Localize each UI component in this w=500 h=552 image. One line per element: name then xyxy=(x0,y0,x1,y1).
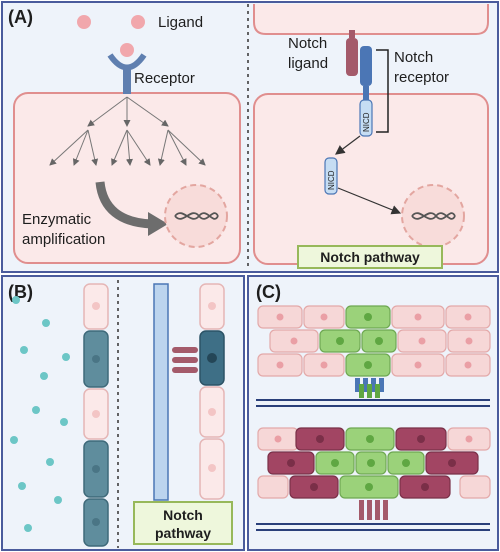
nuclear-translocation-arrow xyxy=(337,187,402,215)
notch-pathway-b-label-2: pathway xyxy=(155,525,211,541)
notch-ligands-c-lower xyxy=(359,500,388,520)
ligand-label: Ligand xyxy=(158,14,203,31)
notch-pathway-box-b xyxy=(133,501,233,545)
panel-b: (B) xyxy=(1,275,245,551)
notch-receptor-label-2: receptor xyxy=(394,69,449,86)
tissue-upper xyxy=(256,305,491,407)
nicd-label-membrane: NICD xyxy=(362,112,371,132)
notch-receptors-c-upper xyxy=(355,378,384,398)
panel-b-label: (B) xyxy=(8,282,33,302)
enzymatic-label-1: Enzymatic xyxy=(22,211,92,228)
cleavage-arrow xyxy=(335,135,361,155)
enzymatic-label-2: amplification xyxy=(22,231,105,248)
panel-c: (C) xyxy=(247,275,499,551)
nicd-free xyxy=(324,157,338,195)
cell-column-left xyxy=(83,283,109,547)
notch-receptor-label-1: Notch xyxy=(394,49,433,66)
receptor-bracket xyxy=(376,49,389,133)
ligand-molecule xyxy=(77,15,91,29)
notch-ligand-shape xyxy=(346,38,358,76)
notch-ligand-label-2: ligand xyxy=(288,55,328,72)
notch-receptor-shape xyxy=(360,46,372,86)
tissue-lower xyxy=(256,427,491,531)
panel-c-label: (C) xyxy=(256,282,281,302)
receptor-label: Receptor xyxy=(134,70,195,87)
panel-a-label: (A) xyxy=(8,7,33,27)
amplification-arrow xyxy=(95,181,153,229)
cell-column-right xyxy=(199,283,225,500)
notch-ligand-label-1: Notch xyxy=(288,35,327,52)
nicd-label-free: NICD xyxy=(327,170,336,190)
nicd-membrane xyxy=(359,99,373,137)
panel-a: (A) Ligand Receptor xyxy=(1,1,499,273)
notch-pathway-b-label-1: Notch xyxy=(163,507,203,523)
notch-pathway-box xyxy=(297,245,443,269)
sender-cell-band xyxy=(153,283,169,501)
ligand-molecule xyxy=(120,43,134,57)
signal-cascade-arrows xyxy=(49,96,206,166)
ligand-molecule xyxy=(131,15,145,29)
receptor-icon xyxy=(107,53,147,94)
notch-pathway-label: Notch pathway xyxy=(320,249,420,265)
notch-receptors-b xyxy=(172,347,198,373)
nucleus-left xyxy=(164,184,228,248)
nucleus-right xyxy=(401,184,465,248)
ligand-molecules xyxy=(77,15,145,57)
diffusing-molecules xyxy=(10,296,70,532)
amplification-arrowhead xyxy=(148,212,168,236)
sending-cell xyxy=(253,4,489,35)
